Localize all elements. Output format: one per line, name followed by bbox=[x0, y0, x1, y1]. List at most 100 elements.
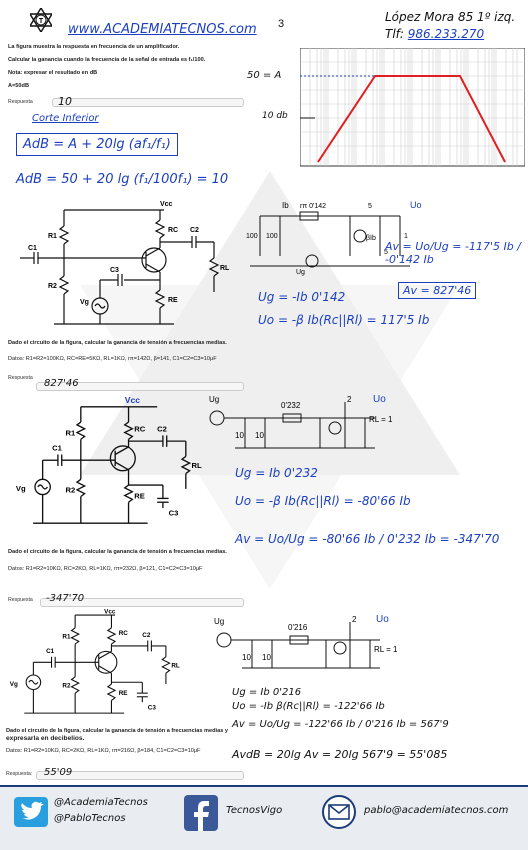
p2-lbl-r1: R1 bbox=[48, 233, 57, 240]
email-address[interactable]: pablo@academiatecnos.com bbox=[364, 805, 509, 816]
p3-answer-label: Respuesta bbox=[8, 597, 33, 603]
p3-sk-6: RL = 1 bbox=[369, 415, 393, 424]
p4-sk-3: Uo bbox=[376, 614, 389, 625]
frequency-response-graph bbox=[300, 48, 525, 167]
p3-sk-3: Uo bbox=[373, 394, 386, 405]
p3-hand-ug: Ug = Ib 0'232 bbox=[235, 466, 318, 480]
p2-sk-0: Ib bbox=[282, 201, 289, 210]
p4-lbl-rl: RL bbox=[171, 663, 180, 670]
p3-lbl-vg: Vg bbox=[16, 484, 26, 493]
watermark-star bbox=[80, 171, 460, 475]
p4-sk-4: 10 bbox=[242, 653, 251, 662]
p1-hand-formula: AdB = A + 20lg (af₁/f₁) bbox=[16, 133, 178, 156]
p1-answer-value: 10 bbox=[58, 95, 72, 108]
p2-hand-result: Av = 827'46 bbox=[398, 282, 477, 299]
twitter-handle-2[interactable]: @PabloTecnos bbox=[54, 813, 126, 824]
p3-lbl-c2: C2 bbox=[157, 425, 167, 434]
graph-label-a: 50 = A bbox=[247, 70, 282, 81]
phone-number[interactable]: 986.233.270 bbox=[407, 27, 485, 41]
p1-given: A=50dB bbox=[8, 83, 29, 89]
p2-lbl-rc: RC bbox=[168, 227, 178, 234]
p3-answer-field[interactable] bbox=[40, 598, 244, 607]
p1-note: Nota: expresar el resultado en dB bbox=[8, 70, 98, 76]
facebook-icon[interactable] bbox=[184, 795, 218, 831]
p3-sk-4: 10 bbox=[235, 431, 244, 440]
p2-hand-uo: Uo = -β Ib(Rc||Rl) = 117'5 Ib bbox=[258, 313, 430, 327]
p2-sk-3: Uo bbox=[410, 200, 422, 210]
p2-statement: Dado el circuito de la figura, calcular … bbox=[8, 340, 227, 346]
p2-sk-1: rπ 0'142 bbox=[300, 203, 326, 210]
p4-sk-2: 2 bbox=[352, 615, 357, 624]
p2-answer-value: 827'46 bbox=[44, 378, 79, 389]
p2-lbl-re: RE bbox=[168, 297, 178, 304]
p2-sk-4: βIb bbox=[366, 235, 376, 242]
phone-row: Tlf: 986.233.270 bbox=[385, 27, 484, 41]
svg-text:T: T bbox=[39, 18, 44, 25]
p2-lbl-c1: C1 bbox=[28, 245, 37, 252]
p2-sk-2: 5 bbox=[368, 203, 372, 210]
phone-label: Tlf: bbox=[385, 27, 404, 41]
p3-circuit: Vcc R1 R2 RC RE C1 C2 C3 RL Vg bbox=[16, 395, 203, 524]
p4-lbl-r1: R1 bbox=[62, 634, 71, 641]
p2-hand-ug: Ug = -Ib 0'142 bbox=[258, 290, 346, 304]
p3-smallsignal-sketch: Ug 0'232 2 Uo 10 10 RL = 1 bbox=[209, 394, 393, 449]
p3-lbl-rc: RC bbox=[134, 425, 146, 434]
p2-sk-7: Ug bbox=[296, 269, 305, 276]
p4-answer-field[interactable] bbox=[36, 771, 244, 780]
p2-sk-9: 1 bbox=[404, 233, 408, 240]
p3-sk-1: 0'232 bbox=[281, 401, 301, 410]
address: López Mora 85 1º izq. bbox=[385, 10, 516, 24]
p3-sk-5: 10 bbox=[255, 431, 264, 440]
p3-answer-value: -347'70 bbox=[46, 593, 85, 604]
p3-lbl-re: RE bbox=[134, 491, 145, 500]
p2-lbl-r2: R2 bbox=[48, 283, 57, 290]
p3-hand-uo: Uo = -β Ib(Rc||Rl) = -80'66 Ib bbox=[235, 494, 411, 508]
p4-lbl-rc: RC bbox=[119, 630, 129, 637]
p4-sk-1: 0'216 bbox=[288, 623, 308, 632]
p4-sk-0: Ug bbox=[214, 617, 224, 626]
p4-lbl-vg: Vg bbox=[10, 681, 18, 688]
p4-sk-5: 10 bbox=[262, 653, 271, 662]
p2-circuit: Vcc R1 R2 RC RE C1 C2 C3 RL Vg bbox=[20, 201, 230, 325]
p2-smallsignal-sketch: Ib rπ 0'142 5 Uo βIb 100 100 Ug 5 1 bbox=[246, 200, 422, 276]
twitter-handle-1[interactable]: @AcademiaTecnos bbox=[54, 797, 148, 808]
p3-lbl-r1: R1 bbox=[66, 428, 77, 437]
p4-hand-ug: Ug = Ib 0'216 bbox=[232, 687, 302, 698]
p3-statement: Dado el circuito de la figura, calcular … bbox=[8, 549, 227, 555]
p2-lbl-vg: Vg bbox=[80, 299, 89, 306]
p2-sk-5: 100 bbox=[246, 233, 258, 240]
p4-lbl-c1: C1 bbox=[46, 648, 55, 655]
p3-lbl-r2: R2 bbox=[66, 486, 76, 495]
site-link[interactable]: www.ACADEMIATECNOS.com bbox=[68, 22, 257, 37]
p4-sk-6: RL = 1 bbox=[374, 645, 398, 654]
p2-lbl-rl: RL bbox=[220, 265, 230, 272]
p2-answer-label: Respuesta bbox=[8, 375, 33, 381]
p4-hand-db: AvdB = 20lg Av = 20lg 567'9 = 55'085 bbox=[232, 748, 448, 761]
p4-answer-value: 55'09 bbox=[44, 767, 73, 778]
p2-sk-8: 5 bbox=[384, 249, 388, 256]
facebook-page[interactable]: TecnosVigo bbox=[226, 805, 283, 816]
p4-statement-2: expresarla en decibelios. bbox=[6, 735, 85, 742]
p4-smallsignal-sketch: Ug 0'216 2 Uo 10 10 RL = 1 bbox=[214, 614, 398, 669]
p1-answer-field[interactable] bbox=[52, 98, 244, 107]
p4-answer-label: Respuesta: bbox=[6, 771, 33, 777]
academia-logo-icon: T bbox=[30, 8, 52, 32]
p3-data: Datos: R1=R2=10KΩ, RC=2KΩ, RL=1KΩ, rπ=23… bbox=[8, 566, 203, 572]
footer: @AcademiaTecnos @PabloTecnos TecnosVigo … bbox=[0, 785, 528, 850]
twitter-icon[interactable] bbox=[14, 797, 48, 827]
p2-answer-field[interactable] bbox=[36, 382, 244, 391]
p3-sk-2: 2 bbox=[347, 395, 352, 404]
p2-data: Datos: R1=R2=100KΩ, RC=RE=5KΩ, RL=1KΩ, r… bbox=[8, 356, 217, 362]
p4-hand-av: Av = Uo/Ug = -122'66 Ib / 0'216 Ib = 567… bbox=[232, 719, 449, 730]
p4-lbl-r2: R2 bbox=[62, 683, 71, 690]
p1-answer-label: Respuesta bbox=[8, 99, 33, 105]
p4-data: Datos: R1=R2=10KΩ, RC=2KΩ, RL=1KΩ, rπ=21… bbox=[6, 748, 201, 754]
p1-hand-calc: AdB = 50 + 20 lg (f₁/100f₁) = 10 bbox=[16, 172, 229, 187]
p3-sk-0: Ug bbox=[209, 395, 219, 404]
p3-hand-av: Av = Uo/Ug = -80'66 Ib / 0'232 Ib = -347… bbox=[235, 532, 500, 546]
p4-lbl-c3: C3 bbox=[148, 704, 157, 711]
p2-lbl-c2: C2 bbox=[190, 227, 199, 234]
p3-lbl-c3: C3 bbox=[169, 509, 179, 518]
p3-lbl-rl: RL bbox=[192, 461, 203, 470]
email-icon[interactable] bbox=[322, 795, 356, 829]
